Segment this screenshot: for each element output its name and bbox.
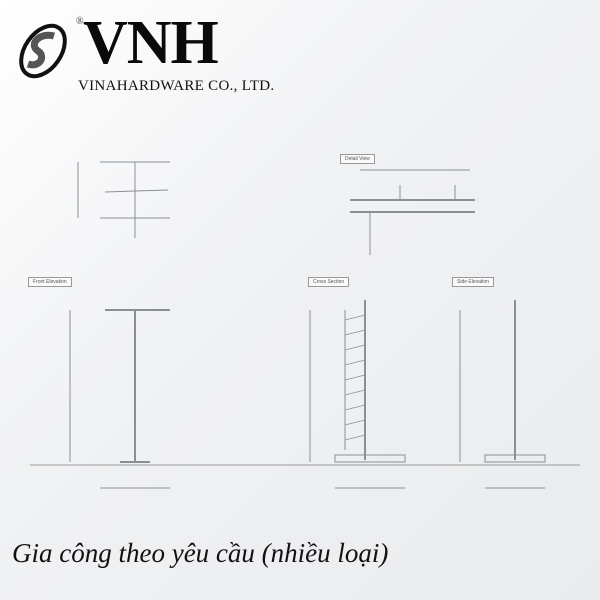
view-label-side-elevation: Side Elevation bbox=[452, 277, 494, 287]
view-label-front-elevation: Front Elevation bbox=[28, 277, 72, 287]
swoosh-logo-icon bbox=[19, 23, 67, 79]
caption: Gia công theo yêu cầu (nhiều loại) bbox=[12, 538, 389, 568]
technical-drawing: Detail View Front Elevation Cross Sectio… bbox=[0, 140, 600, 510]
drawing-lines bbox=[30, 161, 580, 489]
registered-mark: ® bbox=[76, 16, 84, 27]
view-label-detail: Detail View bbox=[340, 154, 375, 164]
brand-name: VNH bbox=[83, 9, 219, 77]
company-logo: ® VNH VINAHARDWARE CO., LTD. bbox=[10, 9, 280, 94]
company-name: VINAHARDWARE CO., LTD. bbox=[78, 78, 275, 94]
view-label-cross-section: Cross Section bbox=[308, 277, 350, 287]
